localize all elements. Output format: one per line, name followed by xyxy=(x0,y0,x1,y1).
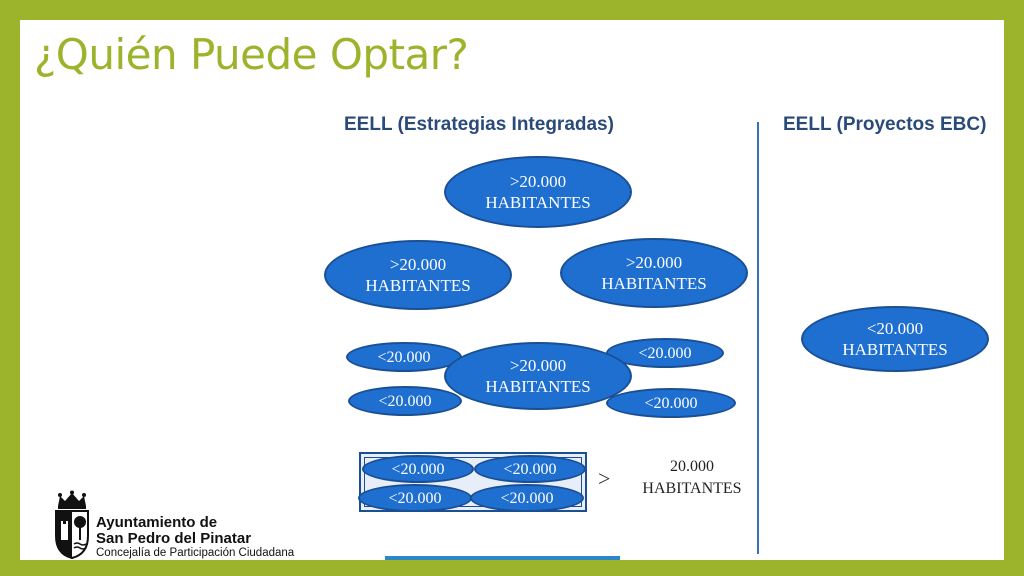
cluster-small-label: <20.000 xyxy=(644,394,698,412)
ellipse-mid-right-label: >20.000 HABITANTES xyxy=(601,253,707,293)
sum-label: 20.000 HABITANTES xyxy=(642,458,742,497)
ellipse-top: >20.000 HABITANTES xyxy=(444,156,632,228)
greater-than-sign: > xyxy=(598,466,611,491)
right-heading: EELL (Proyectos EBC) xyxy=(783,114,987,135)
box-small-2: <20.000 xyxy=(474,455,586,483)
box-small-label: <20.000 xyxy=(388,489,442,507)
left-heading: EELL (Estrategias Integradas) xyxy=(344,114,614,135)
logo-line-2: San Pedro del Pinatar xyxy=(96,530,252,547)
ellipse-right: <20.000 HABITANTES xyxy=(801,306,989,372)
ellipse-mid-right: >20.000 HABITANTES xyxy=(560,238,748,308)
cluster-small-label: <20.000 xyxy=(638,344,692,362)
cluster-small-label: <20.000 xyxy=(377,348,431,366)
box-small-3: <20.000 xyxy=(358,484,472,512)
municipal-logo: Ayuntamiento de San Pedro del Pinatar Co… xyxy=(52,490,320,560)
box-small-label: <20.000 xyxy=(391,460,445,478)
box-small-label: <20.000 xyxy=(500,489,554,507)
logo-line-3: Concejalía de Participación Ciudadana xyxy=(96,547,295,559)
cluster-center-ellipse: >20.000 HABITANTES xyxy=(444,342,632,410)
cluster-small-bottom-left: <20.000 xyxy=(348,386,462,416)
cluster-center-label: >20.000 HABITANTES xyxy=(485,356,591,396)
cluster-small-bottom-right: <20.000 xyxy=(606,388,736,418)
column-divider xyxy=(757,122,759,554)
box-small-4: <20.000 xyxy=(470,484,584,512)
logo-line-1: Ayuntamiento de xyxy=(96,514,218,531)
coat-of-arms-icon xyxy=(55,490,89,560)
ellipse-mid-left-label: >20.000 HABITANTES xyxy=(365,255,471,295)
ellipse-mid-left: >20.000 HABITANTES xyxy=(324,240,512,310)
cluster-small-top-left: <20.000 xyxy=(346,342,462,372)
box-small-label: <20.000 xyxy=(503,460,557,478)
ellipse-right-label: <20.000 HABITANTES xyxy=(842,319,948,359)
page-title: ¿Quién Puede Optar? xyxy=(34,30,469,79)
box-small-1: <20.000 xyxy=(362,455,474,483)
cluster-small-label: <20.000 xyxy=(378,392,432,410)
ellipse-top-label: >20.000 HABITANTES xyxy=(485,172,591,212)
slide: ¿Quién Puede Optar? EELL (Estrategias In… xyxy=(20,20,1004,560)
accent-bar xyxy=(385,556,620,560)
